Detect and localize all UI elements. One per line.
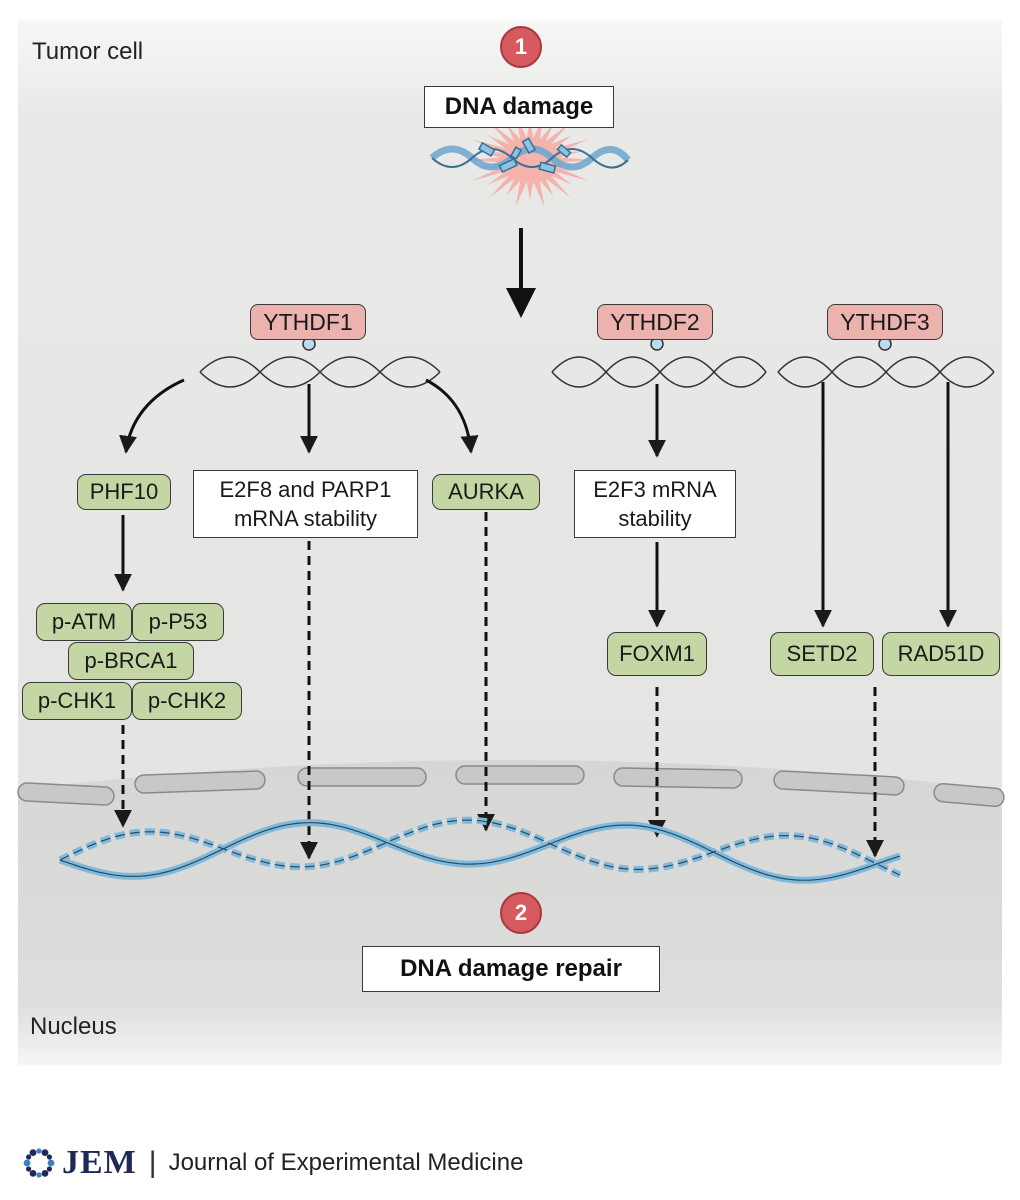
jem-logo-dot: [26, 1154, 32, 1160]
tumor-cell-label: Tumor cell: [32, 38, 144, 65]
mrna-wave-ythdf3: [777, 356, 995, 388]
jem-logo-dot: [41, 1149, 49, 1156]
e2f3-stability-box: E2F3 mRNA stability: [574, 470, 736, 538]
jem-logo-mark: [23, 1148, 55, 1178]
phf10-box: PHF10: [77, 474, 171, 510]
e2f8-parp1-stability-line1: E2F8 and PARP1: [219, 477, 392, 502]
dashed-arrows: [114, 512, 884, 860]
p-p53-box: p-P53: [132, 603, 224, 641]
jem-logo-dot: [36, 1172, 42, 1178]
dna-damage-burst: [429, 113, 631, 207]
rad51d-box: RAD51D: [882, 632, 1000, 676]
p-atm-box: p-ATM: [36, 603, 132, 641]
jem-logo-dot: [29, 1170, 37, 1177]
nucleus-label: Nucleus: [30, 1013, 117, 1040]
damage-to-readers-arrow: [506, 228, 536, 318]
jem-logo-dot: [29, 1149, 37, 1156]
p-chk2-box: p-CHK2: [132, 682, 242, 720]
dna-damage-box: DNA damage: [424, 86, 614, 128]
dna-damage-repair-box: DNA damage repair: [362, 946, 660, 992]
footer-separator: |: [148, 1146, 157, 1179]
nuclear-envelope: [17, 765, 1005, 808]
solid-arrows: [114, 378, 957, 628]
ythdf1-reader: YTHDF1: [250, 304, 366, 340]
m6a-sites: [302, 337, 892, 351]
jem-logo-dot: [46, 1154, 53, 1160]
jem-logo-dot: [36, 1148, 42, 1154]
mrna-wave-ythdf2: [551, 356, 767, 388]
jem-logo-dot: [41, 1170, 49, 1177]
mrna-wave-ythdf1: [199, 356, 441, 388]
journal-name: Journal of Experimental Medicine: [168, 1149, 524, 1176]
jem-logo-dot: [23, 1159, 31, 1167]
step-2-marker: 2: [500, 892, 542, 934]
p-chk1-box: p-CHK1: [22, 682, 132, 720]
journal-footer: JEM | Journal of Experimental Medicine: [22, 1140, 523, 1186]
e2f8-parp1-stability-box: E2F8 and PARP1 mRNA stability: [193, 470, 418, 538]
e2f8-parp1-stability-line2: mRNA stability: [233, 506, 378, 531]
foxm1-box: FOXM1: [607, 632, 707, 676]
jem-logo-dot: [26, 1166, 32, 1172]
jem-brand: JEM: [62, 1144, 137, 1181]
setd2-box: SETD2: [770, 632, 874, 676]
nuclear-dna-helix: [58, 816, 902, 884]
step-1-marker: 1: [500, 26, 542, 68]
ythdf3-reader: YTHDF3: [827, 304, 943, 340]
e2f3-stability-line2: stability: [618, 506, 692, 531]
ythdf2-reader: YTHDF2: [597, 304, 713, 340]
jem-logo-dot: [47, 1159, 55, 1167]
e2f3-stability-line1: E2F3 mRNA: [593, 477, 717, 502]
jem-logo-dot: [46, 1166, 53, 1172]
jem-logo-spacer: [22, 1146, 56, 1180]
aurka-box: AURKA: [432, 474, 540, 510]
p-brca1-box: p-BRCA1: [68, 642, 194, 680]
